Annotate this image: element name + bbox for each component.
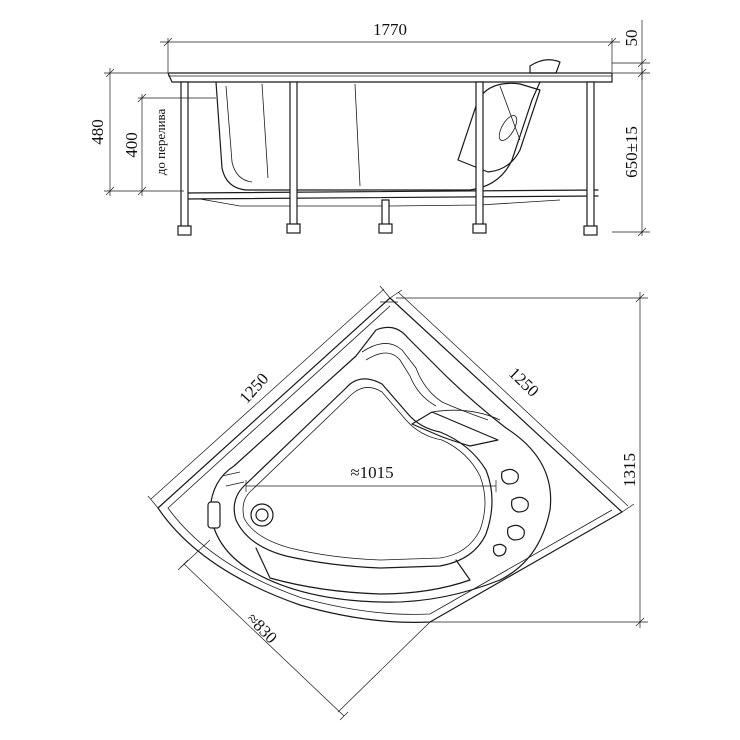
leg-height-label: 650±15 <box>622 126 641 178</box>
jet-icon <box>511 496 529 513</box>
depth-label: 1315 <box>620 453 639 487</box>
dimension-inner-width: ≈1015 <box>245 463 497 492</box>
inner-width-label: ≈1015 <box>350 463 393 482</box>
leg <box>289 81 298 229</box>
top-view: 1250 1250 1315 ≈1015 <box>147 285 648 721</box>
front-label: ≈830 <box>243 609 281 647</box>
dimension-rim: 50 <box>612 20 650 80</box>
drain-icon <box>250 503 274 527</box>
jet-icon <box>507 524 525 541</box>
control-unit <box>207 501 221 529</box>
pillow-side <box>529 59 561 74</box>
overflow-height-label: 400 <box>122 132 141 158</box>
bathtub-outline <box>157 297 623 623</box>
side-a-label: 1250 <box>235 369 272 407</box>
dimension-depth: 1315 <box>396 292 648 628</box>
overflow-caption: до перелива <box>153 109 168 176</box>
jet-icon <box>492 543 507 557</box>
length-label: 1770 <box>373 20 407 39</box>
dimension-side-b: 1250 <box>389 289 635 513</box>
jet-icon <box>501 468 519 485</box>
dimension-length: 1770 <box>160 20 620 72</box>
dimension-overflow: 400 до перелива <box>122 93 216 196</box>
headrest <box>411 411 499 447</box>
side-view: 1770 50 650±15 480 <box>88 20 650 237</box>
bathtub-rim <box>167 72 613 83</box>
legs <box>177 81 598 236</box>
jets <box>492 468 529 557</box>
leg <box>381 199 390 227</box>
seat-front <box>255 547 471 595</box>
side-b-label: 1250 <box>505 363 543 400</box>
leg <box>180 81 189 231</box>
frame-bar <box>183 189 599 200</box>
leg <box>475 81 484 229</box>
bathtub-body <box>215 81 541 191</box>
leg <box>586 81 595 231</box>
headrest-side <box>457 82 541 173</box>
inner-rim <box>209 326 552 603</box>
rim-label: 50 <box>622 30 641 47</box>
dimension-leg-height: 650±15 <box>612 68 650 237</box>
dimension-total-height: 480 <box>88 68 184 196</box>
total-height-label: 480 <box>88 119 107 145</box>
